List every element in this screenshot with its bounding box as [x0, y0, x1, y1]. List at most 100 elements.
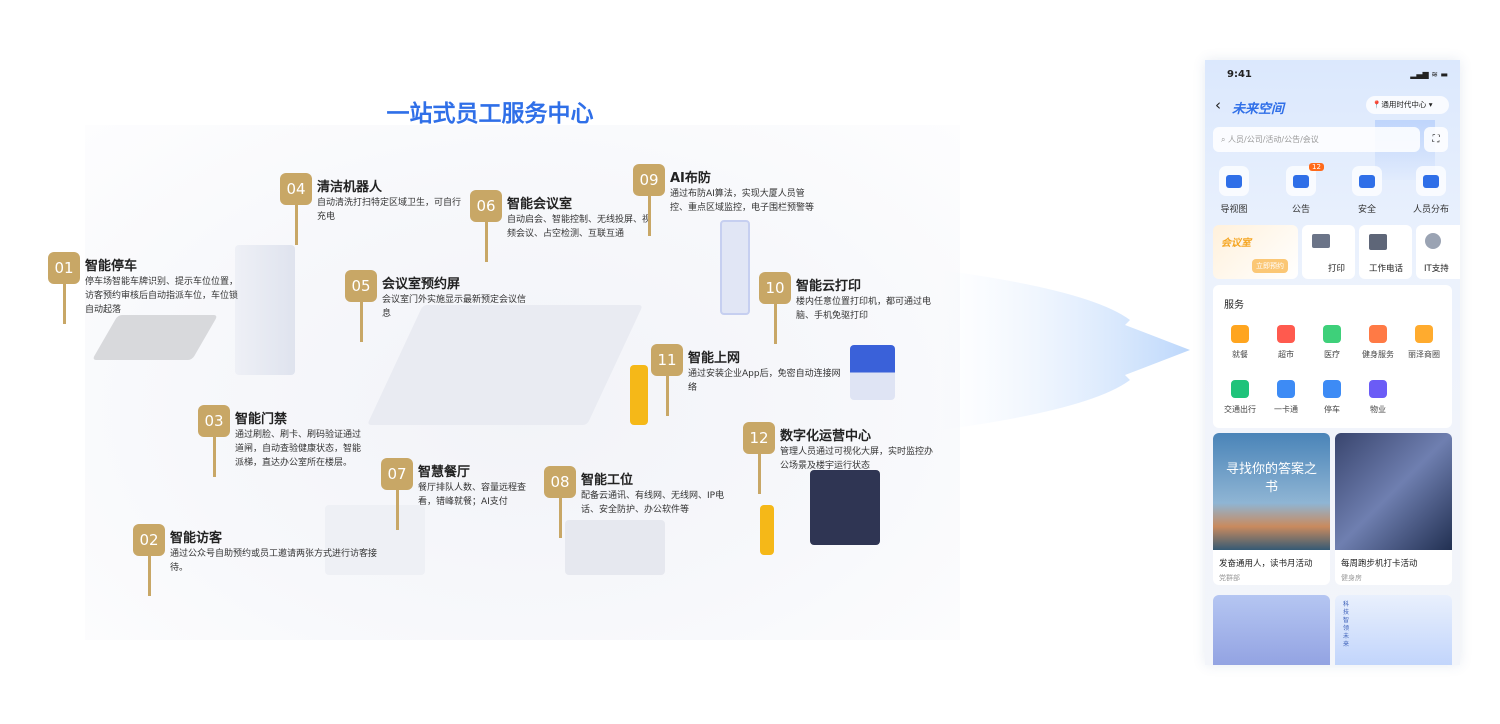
- service-icon: [1323, 380, 1341, 398]
- quick-entry-label: 导视图: [1220, 205, 1248, 215]
- callout-description: 自动启会、智能控制、无线投屏、视频会议、占空检测、互联互通: [507, 215, 652, 239]
- quick-entry-label: 人员分布: [1412, 205, 1449, 215]
- activity-title: 每周跑步机打卡活动: [1341, 559, 1418, 569]
- service-item[interactable]: 健身服务: [1353, 325, 1403, 365]
- callout-number: 07: [381, 458, 413, 490]
- tool-it-support[interactable]: IT支持: [1416, 225, 1460, 279]
- service-icon: [1277, 380, 1295, 398]
- callout-pin: [758, 454, 761, 494]
- security-icon: [1352, 166, 1382, 196]
- callout-pin: [360, 302, 363, 342]
- callout-title: 清洁机器人: [317, 180, 383, 195]
- desk-illustration: [565, 520, 665, 575]
- callout-number: 04: [280, 173, 312, 205]
- location-selector[interactable]: 📍通用时代中心 ▾: [1366, 96, 1449, 114]
- activity-title: 发奋通用人，读书月活动: [1219, 559, 1313, 569]
- service-label: 超市: [1278, 350, 1294, 359]
- tool-print[interactable]: 打印: [1302, 225, 1355, 279]
- service-icon: [1415, 325, 1433, 343]
- callout-title: 智能工位: [581, 473, 634, 488]
- status-time: 9:41: [1227, 69, 1252, 80]
- service-label: 停车: [1324, 405, 1340, 414]
- search-icon: ⌕: [1221, 135, 1229, 144]
- service-icon: [1369, 380, 1387, 398]
- location-pin-icon: 📍: [1372, 100, 1382, 109]
- service-label: 丽泽商圈: [1408, 350, 1440, 359]
- callout-description: 自动清洗打扫特定区域卫生，可自行充电: [317, 198, 462, 222]
- service-item[interactable]: 停车: [1307, 380, 1357, 420]
- callout-description: 餐厅排队人数、容量远程查看，错峰就餐；AI支付: [418, 483, 527, 507]
- callout-number: 03: [198, 405, 230, 437]
- activity-image: 寻找你的答案之书: [1213, 433, 1330, 550]
- callout-pin: [213, 437, 216, 477]
- callout-description: 管理人员通过可视化大屏，实时监控办公场景及楼宇运行状态: [780, 447, 934, 471]
- callout-title: 智能云打印: [796, 279, 862, 294]
- dashboard-illustration: [810, 470, 880, 545]
- callout-description: 通过刷脸、刷卡、刷码验证通过道闸，自动查验健康状态，智能派梯，直达办公室所在楼层…: [235, 430, 362, 468]
- service-item[interactable]: 交通出行: [1215, 380, 1265, 420]
- services-title: 服务: [1224, 300, 1244, 311]
- callout-number: 01: [48, 252, 80, 284]
- callout-pin: [396, 490, 399, 530]
- map-guide-icon: [1219, 166, 1249, 196]
- callout-title: 智能会议室: [507, 197, 573, 212]
- book-now-button[interactable]: 立即预约: [1252, 259, 1288, 273]
- callout-pin: [63, 284, 66, 324]
- activity-image-text: 科技智领未来: [1343, 601, 1350, 648]
- service-icon: [1231, 325, 1249, 343]
- callout-number: 02: [133, 524, 165, 556]
- activity-card[interactable]: 每周跑步机打卡活动 健身房: [1335, 433, 1452, 585]
- callout-number: 08: [544, 466, 576, 498]
- callout-number: 05: [345, 270, 377, 302]
- activity-card[interactable]: 科技智领未来: [1335, 595, 1452, 665]
- people-distribution-icon: [1416, 166, 1446, 196]
- service-item[interactable]: 物业: [1353, 380, 1403, 420]
- service-label: 交通出行: [1224, 405, 1256, 414]
- callout-pin: [148, 556, 151, 596]
- activity-card[interactable]: [1213, 595, 1330, 665]
- callout-description: 通过布防AI算法，实现大厦人员管控、重点区域监控，电子围栏预警等: [670, 189, 815, 213]
- location-label: 通用时代中心: [1381, 100, 1427, 109]
- activity-image-text: 寻找你的答案之书: [1225, 462, 1317, 495]
- notification-badge: 12: [1309, 163, 1324, 171]
- callout-title: 智能访客: [170, 531, 223, 546]
- service-item[interactable]: 医疗: [1307, 325, 1357, 365]
- search-input[interactable]: ⌕ 人员/公司/活动/公告/会议: [1213, 127, 1420, 152]
- office-illustration: [85, 125, 960, 640]
- meeting-illustration: [367, 305, 643, 425]
- service-item[interactable]: 就餐: [1215, 325, 1265, 365]
- callout-description: 楼内任意位置打印机，都可通过电脑、手机免驱打印: [796, 297, 932, 321]
- flow-arrow-icon: [940, 270, 1190, 430]
- activity-image: [1335, 433, 1452, 550]
- service-item[interactable]: 丽泽商圈: [1399, 325, 1449, 365]
- telephone-icon: [1369, 234, 1387, 250]
- activity-card[interactable]: 寻找你的答案之书 发奋通用人，读书月活动 党群部: [1213, 433, 1330, 585]
- tool-label: IT支持: [1424, 264, 1449, 274]
- quick-entry-label: 公告: [1291, 205, 1310, 215]
- activity-subtitle: 健身房: [1341, 574, 1362, 582]
- callout-number: 12: [743, 422, 775, 454]
- service-label: 健身服务: [1362, 350, 1394, 359]
- callout-title: 智能停车: [85, 259, 138, 274]
- printer-illustration: [850, 345, 895, 400]
- quick-entry-label: 安全: [1357, 205, 1376, 215]
- callout-pin: [774, 304, 777, 344]
- chevron-down-icon: ▾: [1426, 100, 1433, 109]
- chart-bars-illustration: [760, 505, 774, 555]
- callout-description: 配备云通讯、有线网、无线网、IP电话、安全防护、办公软件等: [581, 491, 725, 515]
- service-icon: [1231, 380, 1249, 398]
- restaurant-illustration: [325, 505, 425, 575]
- callout-title: 数字化运营中心: [780, 429, 872, 444]
- service-item[interactable]: 一卡通: [1261, 380, 1311, 420]
- meeting-room-card[interactable]: 会议室 立即预约: [1213, 225, 1298, 279]
- service-label: 一卡通: [1274, 405, 1298, 414]
- page-title: 一站式员工服务中心: [386, 101, 594, 127]
- callout-pin: [666, 376, 669, 416]
- callout-description: 会议室门外实施显示最新预定会议信息: [382, 295, 527, 319]
- service-item[interactable]: 超市: [1261, 325, 1311, 365]
- scan-button[interactable]: ⛶: [1424, 127, 1448, 152]
- service-label: 医疗: [1324, 350, 1340, 359]
- callout-pin: [648, 196, 651, 236]
- tool-work-phone[interactable]: 工作电话: [1359, 225, 1412, 279]
- back-button[interactable]: ‹: [1215, 96, 1221, 114]
